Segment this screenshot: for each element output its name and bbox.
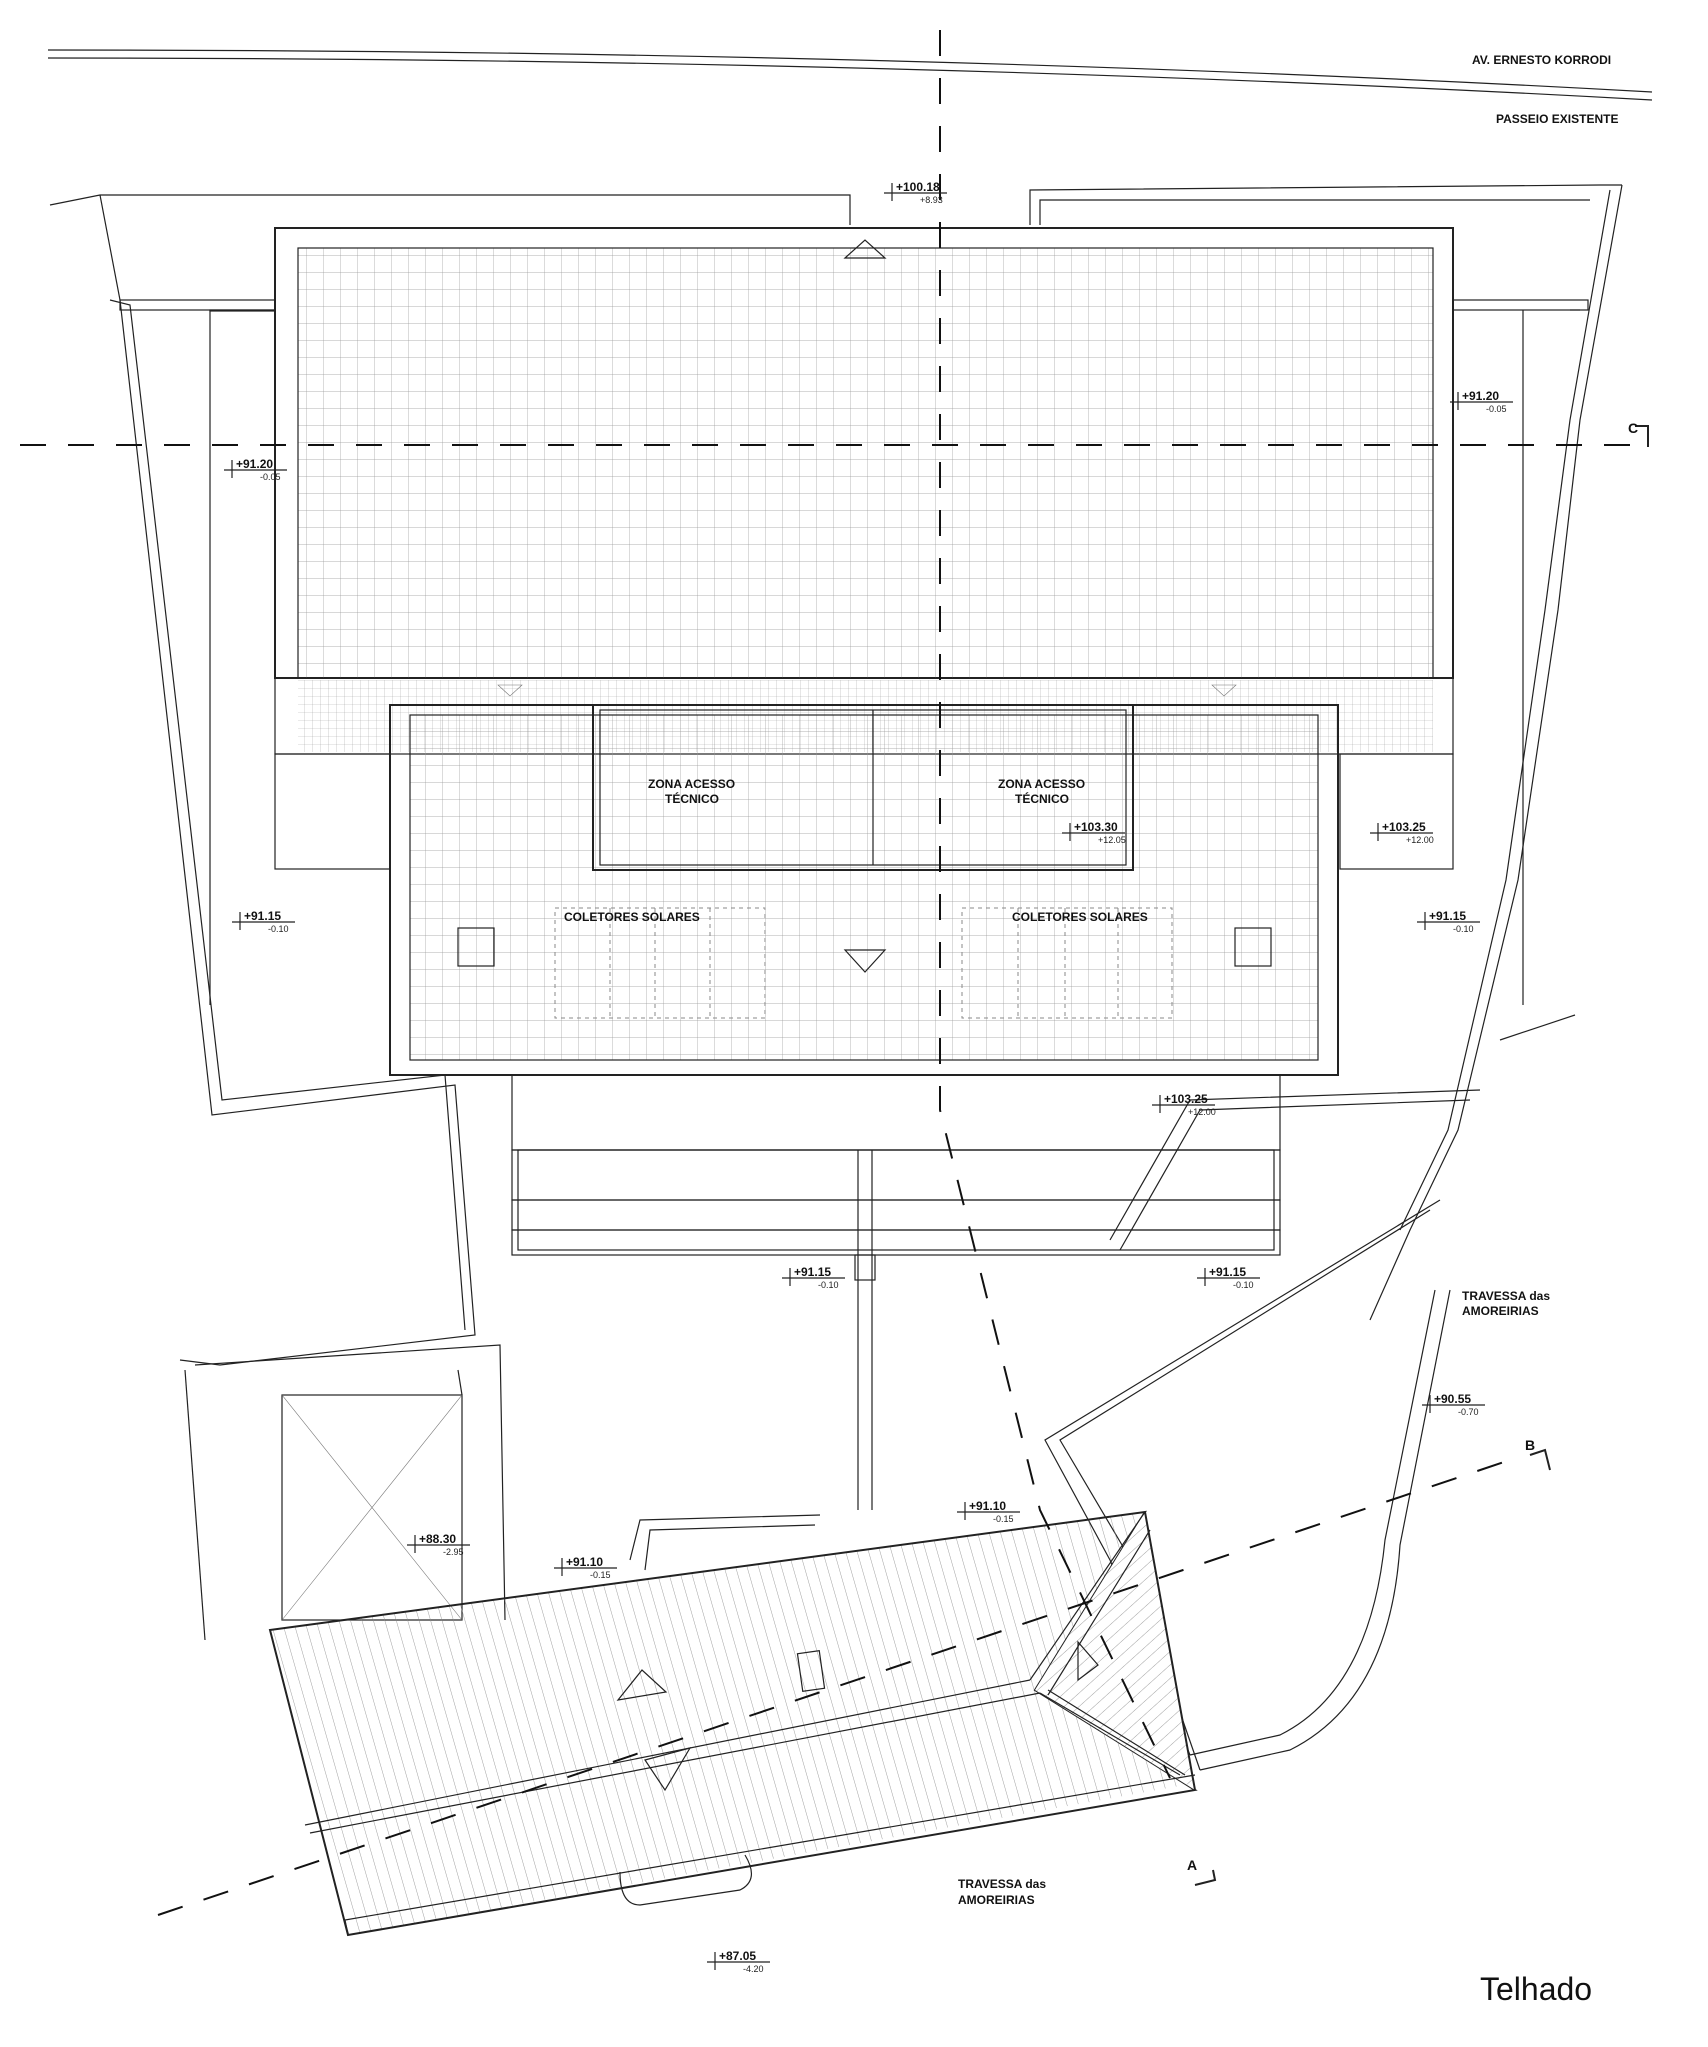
street-right-line2: AMOREIRIAS (1462, 1304, 1539, 1318)
level-marker: +100.18+8.93 (884, 180, 947, 205)
level-value: +91.20 (1462, 389, 1499, 403)
zone-access-left-1: ZONA ACESSO (648, 777, 735, 791)
stepped-platforms (511, 1074, 1281, 1510)
level-marker: +87.05-4.20 (707, 1949, 770, 1974)
zone-access-right-2: TÉCNICO (1015, 791, 1069, 806)
level-relative-value: -0.05 (1486, 404, 1507, 414)
level-markers: +100.18+8.93+91.20-0.05+91.20-0.05+103.3… (224, 180, 1513, 1974)
zone-access-left-2: TÉCNICO (665, 791, 719, 806)
level-relative-value: -4.20 (743, 1964, 764, 1974)
level-marker: +91.20-0.05 (1450, 389, 1513, 414)
level-value: +91.15 (244, 909, 281, 923)
level-marker: +91.15-0.10 (1417, 909, 1480, 934)
level-value: +91.15 (1429, 909, 1466, 923)
street-bottom-line1: TRAVESSA das (958, 1877, 1046, 1891)
level-relative-value: +12.00 (1406, 835, 1434, 845)
level-marker: +91.10-0.15 (957, 1499, 1020, 1524)
street-bottom-line2: AMOREIRIAS (958, 1893, 1035, 1907)
level-relative-value: +12.05 (1098, 835, 1126, 845)
level-marker: +91.15-0.10 (782, 1265, 845, 1290)
level-value: +91.10 (969, 1499, 1006, 1513)
zone-access-right-1: ZONA ACESSO (998, 777, 1085, 791)
level-relative-value: -0.10 (1233, 1280, 1254, 1290)
level-value: +87.05 (719, 1949, 756, 1963)
level-marker: +91.15-0.10 (232, 909, 295, 934)
level-value: +103.25 (1164, 1092, 1208, 1106)
level-marker: +91.15-0.10 (1197, 1265, 1260, 1290)
street-right-line1: TRAVESSA das (1462, 1289, 1550, 1303)
level-relative-value: -0.10 (1453, 924, 1474, 934)
level-relative-value: -0.10 (268, 924, 289, 934)
level-marker: +91.20-0.05 (224, 457, 287, 482)
level-value: +103.30 (1074, 820, 1118, 834)
section-marker-c: C (1628, 420, 1638, 436)
level-value: +91.10 (566, 1555, 603, 1569)
solar-collectors-right: COLETORES SOLARES (1012, 910, 1148, 924)
lower-roof-block (389, 239, 1339, 1076)
street-edge-top (47, 49, 1653, 101)
level-value: +91.20 (236, 457, 273, 471)
level-value: +103.25 (1382, 820, 1426, 834)
level-marker: +88.30-2.95 (407, 1532, 470, 1557)
level-relative-value: +8.93 (920, 195, 943, 205)
level-relative-value: -0.15 (993, 1514, 1014, 1524)
level-value: +100.18 (896, 180, 940, 194)
section-lines (20, 30, 1649, 1916)
level-marker: +103.30+12.05 (1062, 820, 1126, 845)
level-value: +91.15 (794, 1265, 831, 1279)
street-name-top: AV. ERNESTO KORRODI (1472, 53, 1611, 67)
level-relative-value: +12.00 (1188, 1107, 1216, 1117)
level-marker: +90.55-0.70 (1422, 1392, 1485, 1417)
section-marker-a: A (1187, 1857, 1197, 1873)
skylight-x-box (281, 1369, 463, 1621)
upper-roof-block (119, 227, 1589, 1005)
level-relative-value: -0.10 (818, 1280, 839, 1290)
angled-lower-roof (268, 1510, 1198, 1937)
drawing-title: Telhado (1480, 1971, 1592, 2007)
level-marker: +103.25+12.00 (1152, 1092, 1216, 1117)
level-marker: +91.10-0.15 (554, 1555, 617, 1580)
level-relative-value: -0.70 (1458, 1407, 1479, 1417)
street-sidewalk: PASSEIO EXISTENTE (1496, 112, 1618, 126)
level-relative-value: -0.05 (260, 472, 281, 482)
level-relative-value: -0.15 (590, 1570, 611, 1580)
level-marker: +103.25+12.00 (1370, 820, 1434, 845)
solar-collectors-left: COLETORES SOLARES (564, 910, 700, 924)
level-value: +90.55 (1434, 1392, 1471, 1406)
section-marker-b: B (1525, 1437, 1535, 1453)
level-value: +91.15 (1209, 1265, 1246, 1279)
level-value: +88.30 (419, 1532, 456, 1546)
level-relative-value: -2.95 (443, 1547, 464, 1557)
